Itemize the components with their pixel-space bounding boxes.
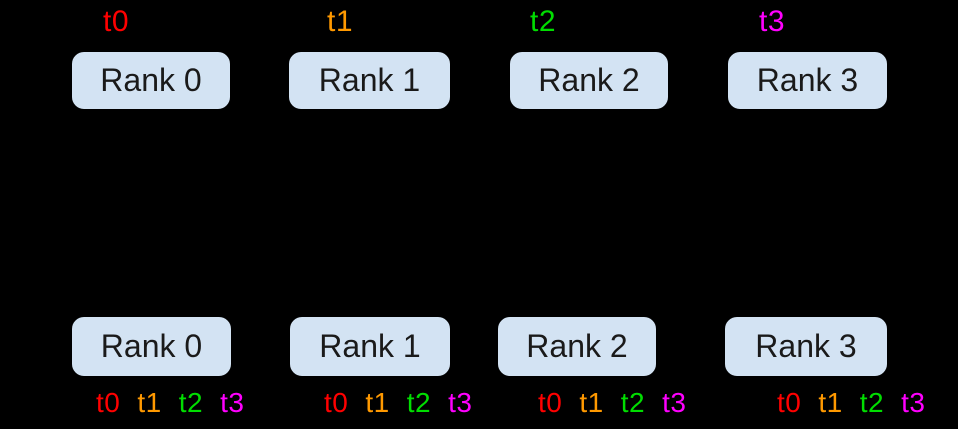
top-tensor-label-t0: t0: [103, 5, 130, 38]
bottom-rank-box-1: Rank 1: [288, 315, 452, 378]
top-tensor-label-t1: t1: [327, 5, 354, 38]
top-tensor-label-t2: t2: [530, 5, 557, 38]
tensor-label-t0: t0: [538, 387, 563, 418]
tensor-label-t2: t2: [620, 387, 646, 418]
rank-label: Rank 0: [100, 328, 203, 364]
tensor-label-t3: t3: [901, 387, 926, 418]
bottom-tensor-labels-rank3: t0 t1 t2 t3: [777, 388, 925, 418]
tensor-label-t3: t3: [662, 387, 687, 418]
rank-label: Rank 3: [756, 62, 859, 98]
rank-label: Rank 0: [100, 62, 202, 98]
tensor-label-t2: t2: [859, 387, 885, 418]
bottom-rank-box-2: Rank 2: [496, 315, 658, 378]
bottom-tensor-labels-rank2: t0 t1 t2 t3: [538, 388, 686, 418]
bottom-rank-box-0: Rank 0: [70, 315, 233, 378]
tensor-label-t3: t3: [220, 387, 245, 418]
top-rank-box-3: Rank 3: [726, 50, 889, 111]
tensor-label-t1: t1: [365, 387, 390, 418]
rank-label: Rank 1: [318, 62, 421, 98]
tensor-label-t2: t2: [178, 387, 204, 418]
tensor-label-t2: t2: [406, 387, 432, 418]
tensor-label-t0: t0: [96, 387, 121, 418]
bottom-tensor-labels-rank0: t0 t1 t2 t3: [96, 388, 244, 418]
tensor-label-t0: t0: [324, 387, 349, 418]
tensor-label-t0: t0: [777, 387, 802, 418]
top-rank-box-0: Rank 0: [70, 50, 232, 111]
tensor-label-t1: t1: [579, 387, 604, 418]
top-tensor-label-t3: t3: [759, 5, 786, 38]
rank-label: Rank 1: [319, 328, 421, 364]
rank-label: Rank 2: [526, 328, 628, 364]
bottom-tensor-labels-rank1: t0 t1 t2 t3: [324, 388, 472, 418]
rank-label: Rank 3: [755, 328, 857, 364]
top-rank-box-1: Rank 1: [287, 50, 452, 111]
bottom-rank-box-3: Rank 3: [723, 315, 889, 378]
tensor-label-t1: t1: [818, 387, 843, 418]
tensor-label-t1: t1: [137, 387, 162, 418]
top-rank-box-2: Rank 2: [508, 50, 670, 111]
tensor-label-t3: t3: [448, 387, 473, 418]
rank-label: Rank 2: [538, 62, 640, 98]
